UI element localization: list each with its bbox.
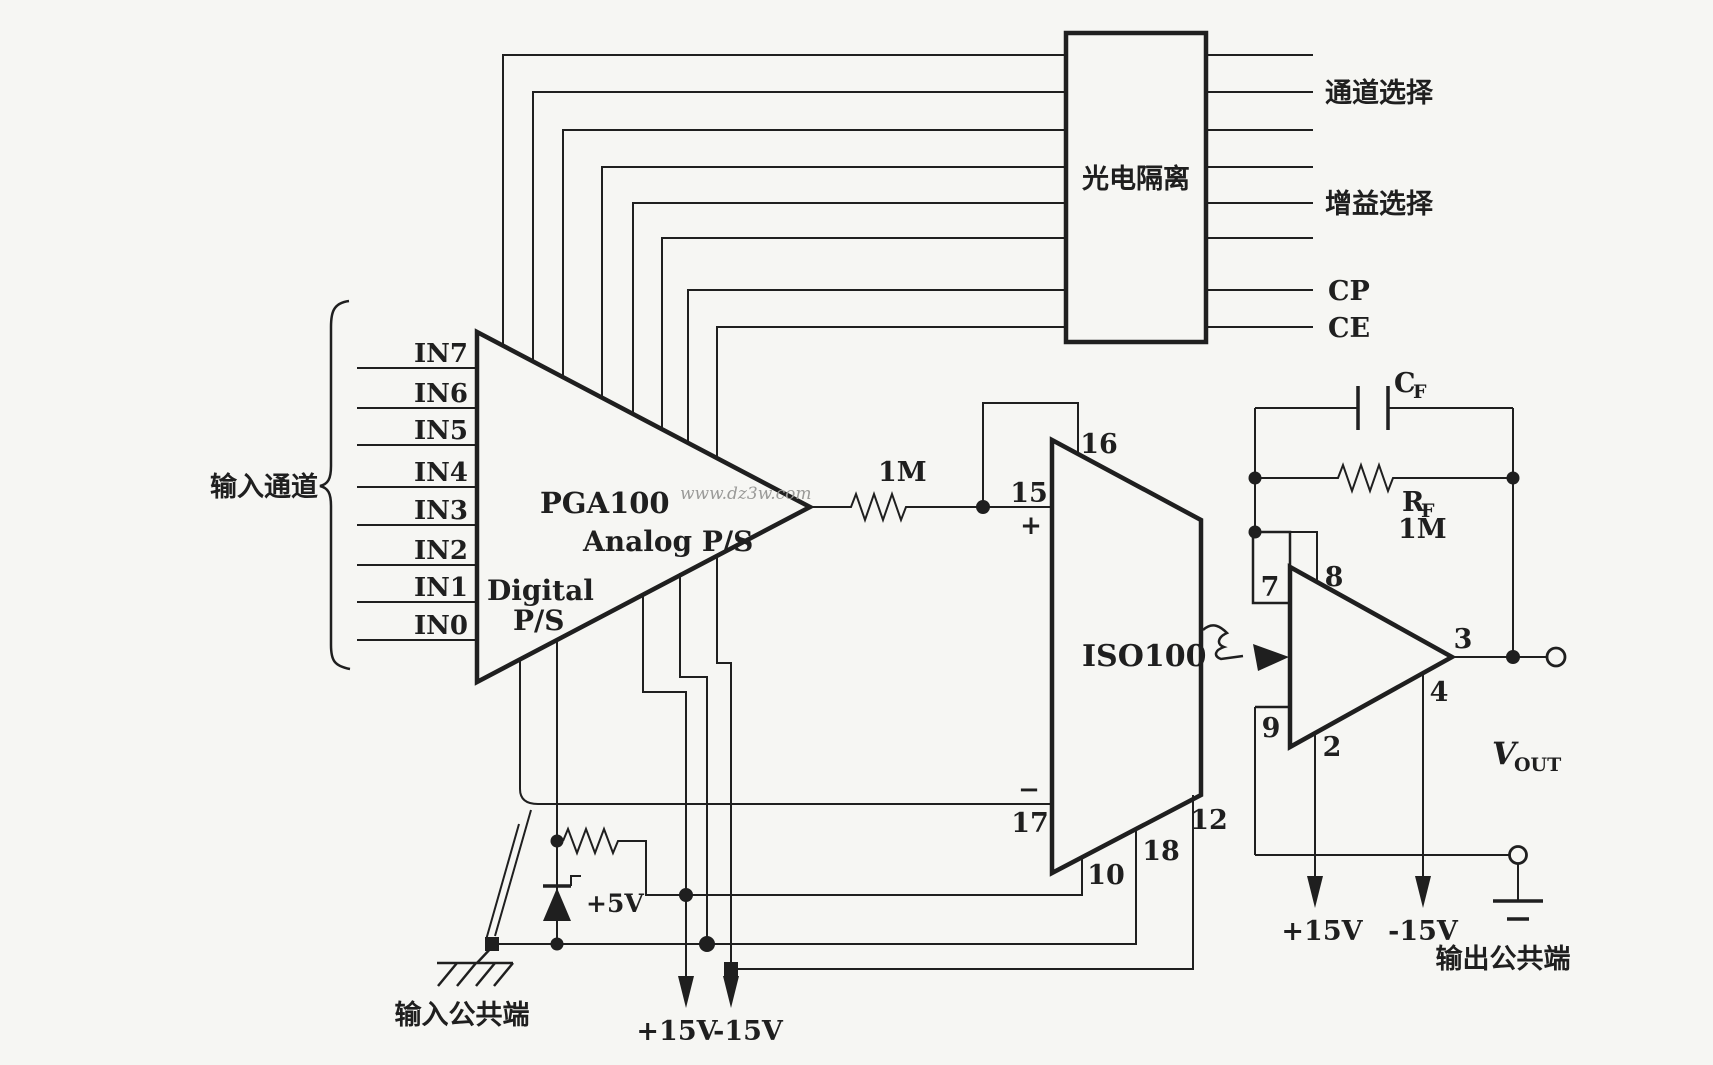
optocoupler-label: 光电隔离 [1081,163,1190,194]
iso100-pin18: 18 [1142,836,1180,867]
pga100-title: PGA100 [540,486,670,520]
pga100-digital-ps-label: P/S [513,604,565,637]
opamp-triangle [1287,563,1457,751]
opamp-pin2: 2 [1323,732,1342,763]
opamp-pin4: 4 [1430,677,1449,708]
pga-common-wire [679,573,708,944]
opamp-pin3: 3 [1454,624,1473,655]
pga100-analog-label: Analog P/S [582,525,753,558]
opamp-pin9: 9 [1262,713,1281,744]
iso100-plus-sign: + [1020,511,1042,541]
shield-diagonal-2 [485,823,520,941]
opamp-pin7: 7 [1261,572,1280,603]
input-common-label: 输入公共端 [395,999,530,1030]
input-common-rail [492,829,1137,945]
optocoupler-box [1063,30,1209,345]
zener-diode [543,888,571,921]
pos15-right-label: +15V [1281,916,1363,947]
neg15-arrow [723,976,739,1008]
channel-label-in0: IN0 [414,611,468,641]
iso100-pin15: 15 [1010,478,1048,509]
pin17-wire [519,659,1052,805]
vout-terminal [1545,646,1567,668]
gain-select-label: 增益选择 [1325,188,1434,219]
junction-dot-output [1506,650,1520,664]
junction-dot-rf-right [1506,471,1520,485]
rf-label-main: R [1402,487,1425,518]
iso100-body [1049,436,1204,877]
cf-capacitor-plates [1356,386,1390,430]
pin16-loop-wire [982,402,1079,507]
opamp-pin7-box [1251,530,1292,605]
iso100-pin12: 12 [1190,805,1228,836]
pin12-wire [731,795,1194,970]
output-common-terminal [1508,845,1528,865]
zener-voltage-label: +5V [586,889,644,918]
cf-label-main: C [1394,368,1416,399]
pos15-left-label: +15V [636,1016,718,1047]
series-resistor-value: 1M [878,457,927,488]
input-series-resistor [810,490,1052,524]
channel-label-in2: IN2 [414,536,468,566]
channel-label-in4: IN4 [414,458,468,488]
cp-label: CP [1328,276,1370,307]
pin10-wire [686,857,1083,896]
channel-select-label: 通道选择 [1325,77,1434,108]
opamp-pin8: 8 [1325,562,1344,593]
digital-control-lines [502,54,1066,458]
input-channel-lines [357,367,477,641]
iso100-minus-sign: − [1018,775,1040,805]
channel-label-in7: IN7 [414,339,468,369]
coupling-arrowhead [1253,644,1289,671]
ce-label: CE [1328,313,1370,344]
pga-neg15-wire [716,554,732,978]
input-brace [319,299,351,671]
opamp-neg15-arrow [1415,876,1431,908]
channel-label-in3: IN3 [414,496,468,526]
channel-label-in1: IN1 [414,573,468,603]
cf-label-sub: F [1413,381,1427,403]
shield-diagonal-1 [494,809,532,937]
isolator-output-lines [1206,54,1313,328]
neg15-left-label: -15V [713,1016,784,1047]
junction-dot-rf-left [1248,471,1262,485]
rf-label-sub: F [1421,500,1435,522]
channel-label-in5: IN5 [414,416,468,446]
input-channel-labels: IN7 IN6 IN5 IN4 IN3 IN2 IN1 IN0 [414,339,468,641]
rf-value-label: 1M [1398,514,1447,545]
ground-junction-square [485,937,499,951]
neg15-right-label: -15V [1388,916,1459,947]
watermark-text: www.dz3w.com [680,484,812,504]
input-channels-label: 输入通道 [210,471,318,502]
coupling-wavy-line [1202,624,1244,661]
pos15-arrow [678,976,694,1008]
zener-feed-resistor [562,826,686,896]
vout-label-sub: OUT [1514,754,1561,776]
vout-label-main: V [1492,736,1519,772]
pga-pos15-wire [642,593,687,978]
zener-cathode-hook [570,875,581,886]
iso100-pin17: 17 [1011,808,1049,839]
iso100-title: ISO100 [1082,639,1206,674]
junction-dot-zener-top [550,834,564,848]
rf-resistor [1255,461,1513,495]
pga100-digital-label: Digital [487,574,594,607]
opamp-pos15-arrow [1307,876,1323,908]
iso100-pin16: 16 [1080,429,1118,460]
output-common-label: 输出公共端 [1436,943,1571,974]
iso100-pin10: 10 [1087,860,1125,891]
channel-label-in6: IN6 [414,379,468,409]
input-ground-symbol [437,946,514,987]
